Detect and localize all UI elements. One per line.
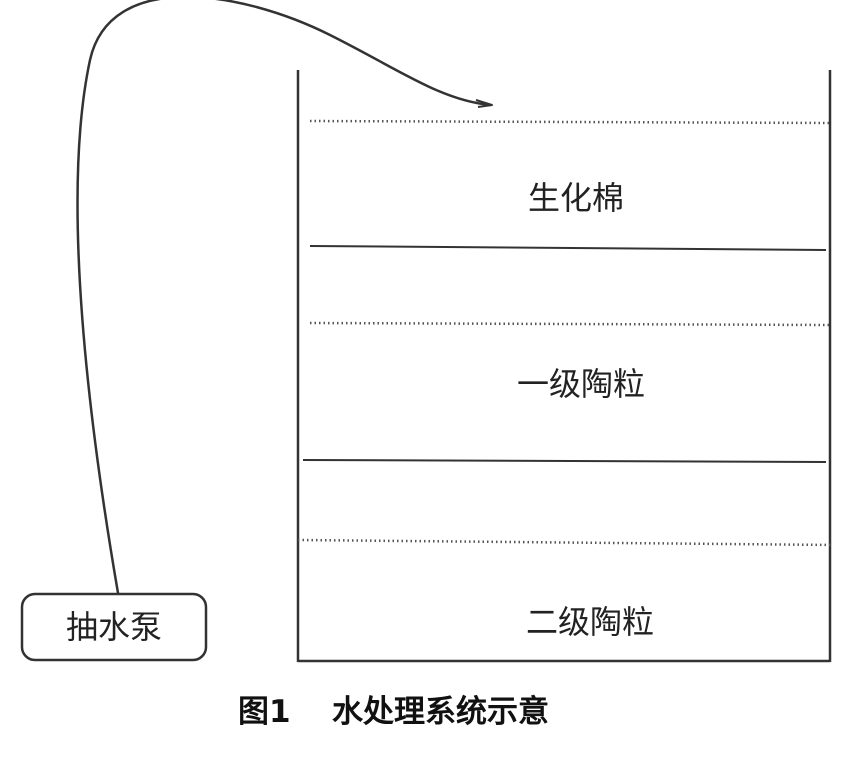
figure-number: 图1 xyxy=(238,694,291,730)
pipe-outlet-tip xyxy=(475,99,493,108)
dotted-layer-lines xyxy=(297,119,834,547)
layer-label-ceramic-1: 一级陶粒 xyxy=(517,365,645,403)
dotted-line-bottom xyxy=(297,538,834,547)
pump-box xyxy=(20,592,208,662)
dotted-line-middle xyxy=(309,321,831,327)
layer-label-ceramic-2: 二级陶粒 xyxy=(526,603,654,641)
layer-label-bio-sponge: 生化棉 xyxy=(528,179,624,217)
figure-title: 水处理系统示意 xyxy=(332,694,549,730)
separator-line-2 xyxy=(302,459,827,463)
solid-separator-lines xyxy=(302,245,827,463)
dotted-line-top xyxy=(309,119,833,125)
pump-pipe xyxy=(76,0,492,595)
pump-label: 抽水泵 xyxy=(66,608,162,646)
separator-line-1 xyxy=(309,245,827,251)
filter-tank xyxy=(296,70,832,663)
